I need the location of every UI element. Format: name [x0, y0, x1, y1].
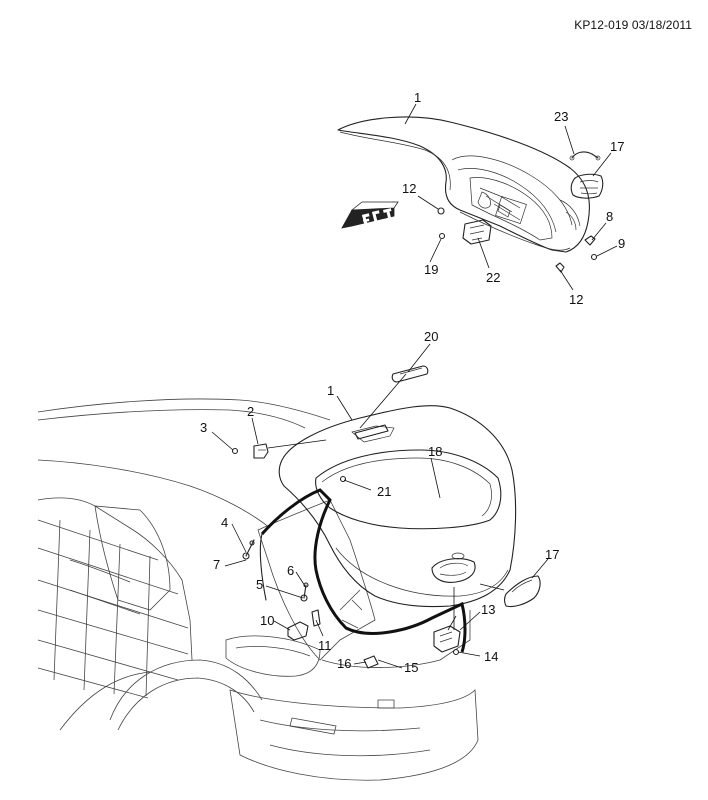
callout-18: 18 [428, 444, 442, 459]
callout-14: 14 [484, 649, 498, 664]
bottom-callouts: 20 1 2 3 18 21 4 7 6 5 17 13 10 11 14 16… [200, 329, 559, 675]
callout-17-top: 17 [610, 139, 624, 154]
liftgate-inner-view [337, 116, 604, 273]
callout-7: 7 [213, 557, 220, 572]
callout-15: 15 [404, 660, 418, 675]
callout-23: 23 [554, 109, 568, 124]
part-20-chmsl [391, 365, 429, 383]
part-12-clip-lower [555, 262, 565, 273]
part-17-handle [570, 173, 604, 199]
part-9-screw [590, 253, 598, 261]
liftgate-emblem-area [431, 558, 476, 583]
callout-19: 19 [424, 262, 438, 277]
callout-1-bottom: 1 [327, 383, 334, 398]
part-10-striker [287, 621, 309, 641]
part-14-bolt [452, 648, 460, 656]
part-19-bolt [438, 232, 446, 240]
callout-8: 8 [606, 209, 613, 224]
callout-1-top: 1 [414, 90, 421, 105]
callout-3: 3 [200, 420, 207, 435]
callout-6: 6 [287, 563, 294, 578]
top-leaders [404, 103, 618, 291]
callout-22: 22 [486, 270, 500, 285]
liftgate-glass-opening [315, 449, 502, 530]
part-22-latch [462, 219, 492, 245]
part-5-6-strut-right [300, 582, 309, 602]
bottom-leaders [211, 343, 549, 669]
front-direction-arrow [341, 201, 399, 229]
part-16-switch [363, 655, 379, 669]
liftgate-outer [278, 405, 517, 608]
part-17-lamp [503, 575, 541, 608]
callout-4: 4 [221, 515, 228, 530]
part-12-nut-upper [437, 207, 445, 215]
callout-10: 10 [260, 613, 274, 628]
callout-21: 21 [377, 484, 391, 499]
top-callouts: 1 23 17 12 8 9 19 22 12 [402, 90, 625, 307]
callout-12-lower: 12 [569, 292, 583, 307]
callout-5: 5 [256, 577, 263, 592]
part-11-bracket [311, 609, 321, 627]
callout-16: 16 [337, 656, 351, 671]
part-4-7-strut-left [242, 539, 255, 560]
weatherstrip-seal [260, 488, 467, 653]
callout-12-upper: 12 [402, 181, 416, 196]
part-2-hinge [253, 443, 269, 459]
callout-2: 2 [247, 404, 254, 419]
part-3-bolt [231, 447, 239, 455]
callout-17-bottom: 17 [545, 547, 559, 562]
callout-20: 20 [424, 329, 438, 344]
callout-9: 9 [618, 236, 625, 251]
callout-13: 13 [481, 602, 495, 617]
part-21-grommet [339, 475, 347, 483]
part-13-latch [433, 625, 461, 653]
vehicle-rear-view [37, 398, 479, 781]
part-8-bumper [584, 235, 596, 246]
document-id: KP12-019 03/18/2011 [574, 18, 692, 32]
callout-11: 11 [318, 638, 332, 653]
part-23-wire [571, 151, 599, 159]
